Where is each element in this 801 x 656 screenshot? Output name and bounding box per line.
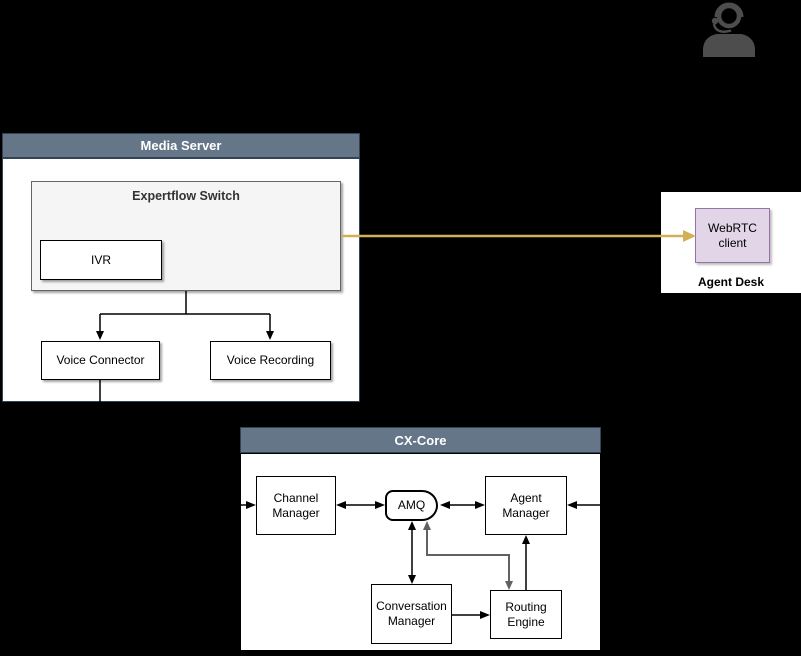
cx-core-header: CX-Core — [240, 427, 601, 453]
ivr-label: IVR — [90, 252, 111, 267]
amq-label: AMQ — [397, 498, 426, 512]
agent-manager-label: Agent Manager — [502, 490, 550, 520]
expertflow-switch-label: Expertflow Switch — [132, 189, 240, 203]
webrtc-client-label: WebRTC client — [708, 220, 757, 250]
headset-agent-icon — [703, 2, 755, 57]
conversation-manager-label: Conversation Manager — [376, 599, 447, 628]
node-routing-engine: Routing Engine — [490, 590, 562, 639]
voice-recording-label: Voice Recording — [226, 353, 315, 367]
node-voice-connector: Voice Connector — [41, 341, 160, 380]
node-ivr: IVR — [40, 240, 162, 280]
node-conversation-manager: Conversation Manager — [371, 584, 452, 644]
node-agent-manager: Agent Manager — [485, 476, 567, 535]
node-webrtc-client: WebRTC client — [695, 208, 770, 263]
node-voice-recording: Voice Recording — [210, 341, 331, 380]
voice-connector-label: Voice Connector — [56, 353, 145, 367]
media-server-title: Media Server — [140, 138, 222, 153]
node-channel-manager: Channel Manager — [256, 476, 336, 535]
channel-manager-label: Channel Manager — [272, 490, 320, 520]
agent-desk-label: Agent Desk — [697, 275, 765, 289]
cx-core-title: CX-Core — [394, 432, 447, 448]
connector-gold — [342, 230, 696, 242]
media-server-header: Media Server — [2, 133, 360, 158]
node-amq: AMQ — [385, 490, 438, 521]
routing-engine-label: Routing Engine — [505, 599, 547, 629]
